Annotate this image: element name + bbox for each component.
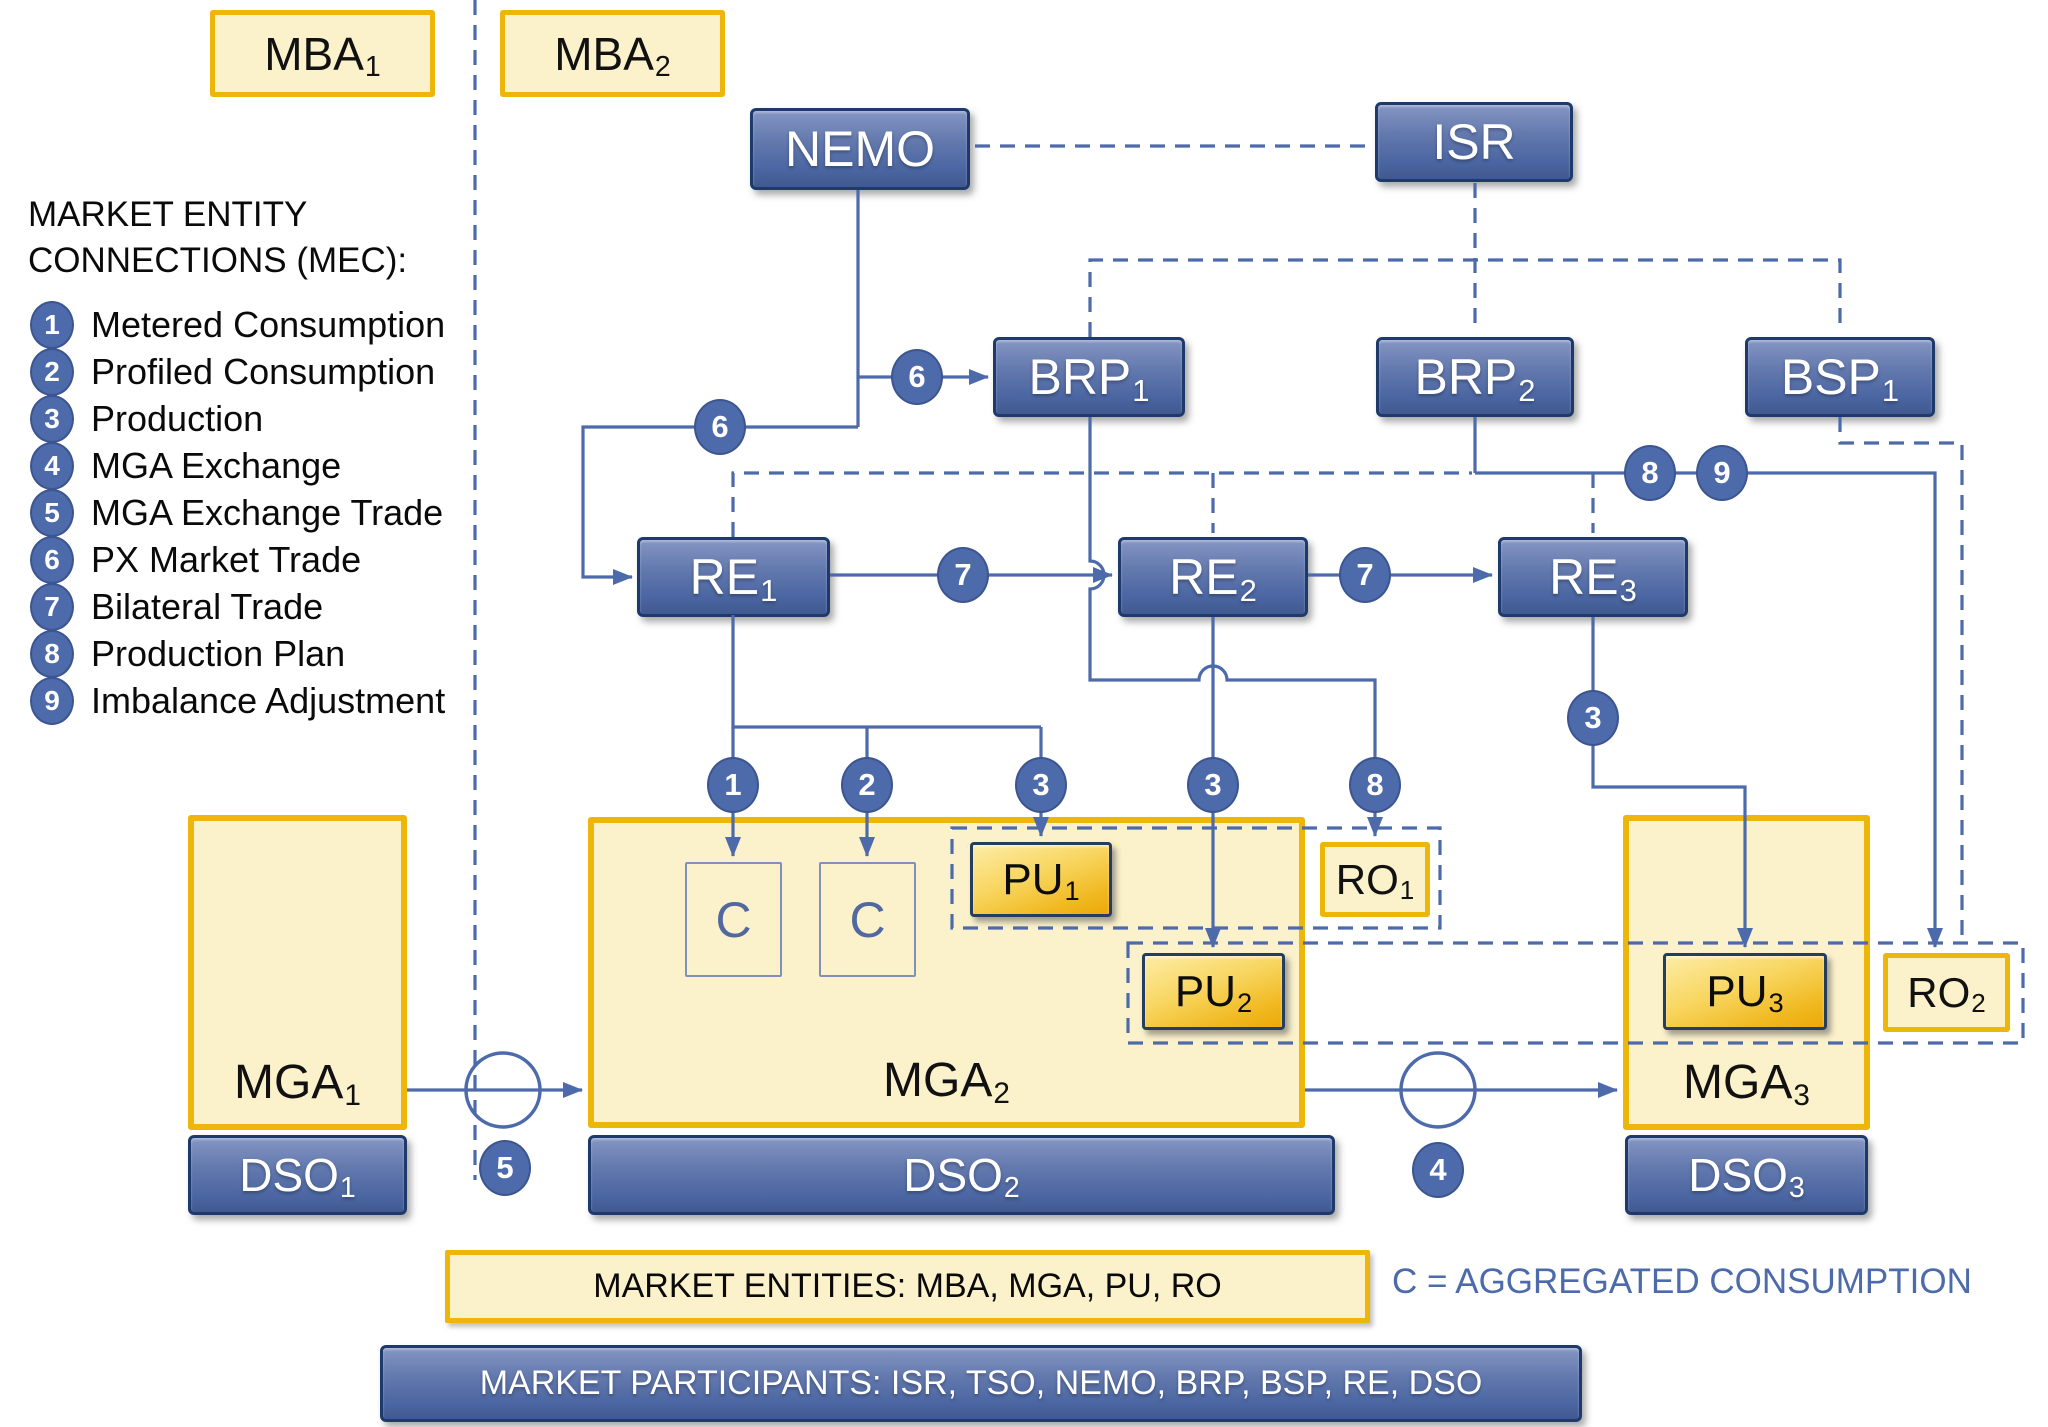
- mec-5-badge: 5: [30, 488, 74, 537]
- mga1-node: MGA1: [188, 815, 407, 1130]
- mba1-node: MBA1: [210, 10, 435, 97]
- pu1-node: PU1: [970, 842, 1112, 917]
- badge-bilateral-re2-re3: 7: [1339, 547, 1391, 603]
- legend-item-production-plan: 8 Production Plan: [30, 629, 445, 678]
- dso1-node: DSO1: [188, 1135, 407, 1215]
- legend-item-production: 3 Production: [30, 394, 445, 443]
- mba2-node: MBA2: [500, 10, 725, 97]
- market-participants-legend: MARKET PARTICIPANTS: ISR, TSO, NEMO, BRP…: [380, 1345, 1582, 1422]
- dso3-node: DSO3: [1625, 1135, 1868, 1215]
- mec-1-badge: 1: [30, 300, 74, 349]
- badge-production-pu1: 3: [1015, 757, 1067, 813]
- badge-px-trade-nemo-brp1: 6: [891, 349, 943, 405]
- mec-4-badge: 4: [30, 441, 74, 490]
- mec-9-badge: 9: [30, 676, 74, 725]
- badge-mga-exchange: 4: [1412, 1142, 1464, 1198]
- c2-node: C: [819, 862, 916, 977]
- dso2-node: DSO2: [588, 1135, 1335, 1215]
- ro1-node: RO1: [1320, 842, 1430, 917]
- badge-production-pu3: 3: [1567, 690, 1619, 746]
- badge-mga-exchange-trade: 5: [479, 1140, 531, 1196]
- mec-7-badge: 7: [30, 582, 74, 631]
- legend-item-mga-exchange: 4 MGA Exchange: [30, 441, 445, 490]
- mec-6-badge: 6: [30, 535, 74, 584]
- legend-item-imbalance-adjustment: 9 Imbalance Adjustment: [30, 676, 445, 725]
- re2-node: RE2: [1118, 537, 1308, 617]
- legend-item-mga-exchange-trade: 5 MGA Exchange Trade: [30, 488, 445, 537]
- badge-imbalance-adjustment-top: 9: [1696, 445, 1748, 501]
- brp2-node: BRP2: [1376, 337, 1574, 417]
- exchange-symbol-mga1-mga2: [464, 1051, 542, 1129]
- bsp1-node: BSP1: [1745, 337, 1935, 417]
- badge-px-trade-nemo-re1: 6: [694, 399, 746, 455]
- badge-production-plan-top: 8: [1624, 445, 1676, 501]
- edge-isr-brp1-bsp1: [1088, 258, 1842, 337]
- mec-3-badge: 3: [30, 394, 74, 443]
- nemo-node: NEMO: [750, 108, 970, 190]
- edge-re1-branch: [731, 615, 1041, 729]
- c1-node: C: [685, 862, 782, 977]
- legend-item-px-market-trade: 6 PX Market Trade: [30, 535, 445, 584]
- aggregated-consumption-note: C = AGGREGATED CONSUMPTION: [1392, 1262, 1972, 1301]
- ro2-node: RO2: [1883, 953, 2010, 1032]
- exchange-symbol-mga2-mga3: [1399, 1051, 1477, 1129]
- market-entities-legend: MARKET ENTITIES: MBA, MGA, PU, RO: [445, 1250, 1370, 1323]
- brp1-node: BRP1: [993, 337, 1185, 417]
- isr-node: ISR: [1375, 102, 1573, 182]
- pu3-node: PU3: [1663, 953, 1827, 1030]
- mec-8-badge: 8: [30, 629, 74, 678]
- mec-2-badge: 2: [30, 347, 74, 396]
- badge-production-pu2: 3: [1187, 757, 1239, 813]
- badge-production-plan-ro1: 8: [1349, 757, 1401, 813]
- legend-item-metered-consumption: 1 Metered Consumption: [30, 300, 445, 349]
- badge-metered-consumption: 1: [707, 757, 759, 813]
- badge-bilateral-re1-re2: 7: [937, 547, 989, 603]
- mec-legend: 1 Metered Consumption 2 Profiled Consump…: [30, 300, 445, 725]
- re1-node: RE1: [637, 537, 830, 617]
- legend-item-bilateral-trade: 7 Bilateral Trade: [30, 582, 445, 631]
- badge-profiled-consumption: 2: [841, 757, 893, 813]
- legend-item-profiled-consumption: 2 Profiled Consumption: [30, 347, 445, 396]
- edge-re1-planline: [731, 471, 1472, 537]
- pu2-node: PU2: [1142, 953, 1285, 1030]
- re3-node: RE3: [1498, 537, 1688, 617]
- legend-title: MARKET ENTITY CONNECTIONS (MEC):: [28, 195, 408, 280]
